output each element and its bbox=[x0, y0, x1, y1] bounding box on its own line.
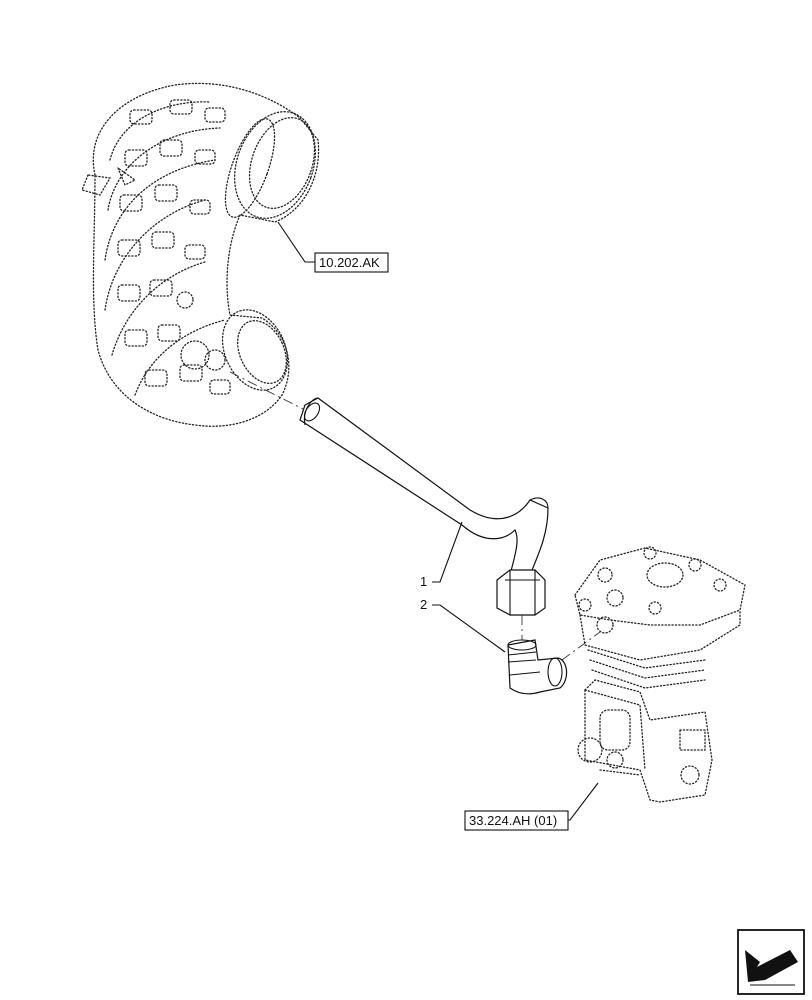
ref-label-compressor: 33.224.AH (01) bbox=[469, 813, 557, 828]
pipe-item-1 bbox=[299, 397, 549, 616]
callout-2: 2 bbox=[420, 597, 427, 612]
ref-label-hose: 10.202.AK bbox=[319, 255, 380, 270]
ref-box-compressor[interactable]: 33.224.AH (01) bbox=[464, 810, 569, 831]
centerline-elbow-compressor bbox=[561, 631, 601, 661]
centerline-hose-pipe bbox=[229, 371, 306, 411]
ref-box-hose[interactable]: 10.202.AK bbox=[314, 252, 389, 273]
intake-hose bbox=[81, 82, 320, 427]
callout-1: 1 bbox=[420, 574, 427, 589]
elbow-fitting-item-2 bbox=[507, 639, 568, 695]
arrow-back-icon[interactable] bbox=[737, 929, 805, 995]
air-compressor bbox=[574, 546, 746, 803]
leaders bbox=[277, 221, 599, 821]
